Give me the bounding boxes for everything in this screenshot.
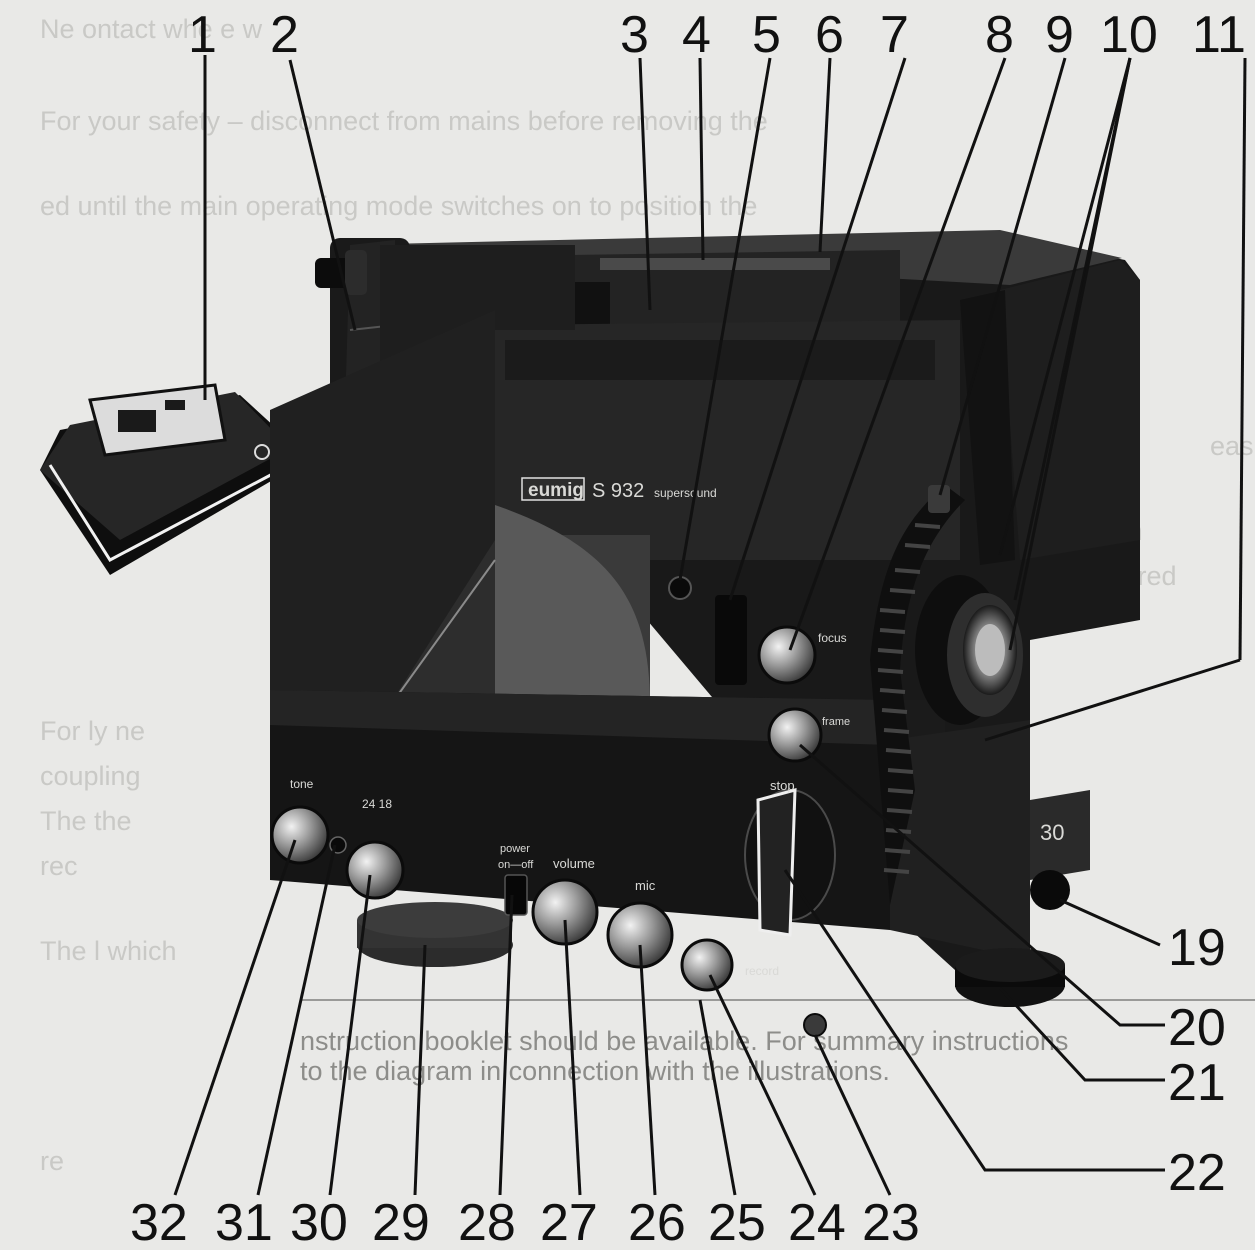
projector-body: 30 [270, 230, 1140, 1007]
frame-label: frame [822, 716, 850, 728]
bg-line-11: The l which [40, 936, 177, 966]
on-off-label: on—off [498, 859, 534, 871]
callout-1: 1 [188, 6, 217, 64]
callout-25: 25 [708, 1194, 766, 1250]
mode-selector-lever [756, 788, 797, 937]
bg-line-9: The the [40, 806, 132, 836]
bg-line-4: eas [1210, 431, 1254, 461]
vent-grille [870, 485, 965, 905]
callout-20: 20 [1168, 999, 1226, 1057]
power-label: power [500, 843, 530, 855]
callout-19: 19 [1168, 919, 1226, 977]
tone-knob [270, 805, 330, 865]
callout-27: 27 [540, 1194, 598, 1250]
callout-4: 4 [682, 6, 711, 64]
callout-11: 11 [1192, 6, 1246, 64]
callout-28: 28 [458, 1194, 516, 1250]
callout-29: 29 [372, 1194, 430, 1250]
model-suffix: supersound [654, 486, 717, 500]
callout-21: 21 [1168, 1054, 1226, 1112]
brand-plate: eumig S 932 supersound [521, 477, 717, 502]
focus-label: focus [818, 631, 847, 645]
tone-label: tone [290, 777, 314, 791]
mic-label: mic [635, 878, 656, 893]
callout-31: 31 [215, 1194, 273, 1250]
bg-line-2: For your safety – disconnect from mains … [40, 106, 768, 136]
bg-line-12: nstruction booklet should be available. … [300, 1026, 1068, 1056]
brand-name: eumig [528, 480, 584, 501]
record-button [680, 938, 734, 992]
bg-line-3: ed until the main operating mode switche… [40, 191, 757, 221]
bg-line-13: to the diagram in connection with the il… [300, 1056, 890, 1086]
stop-label: stop [770, 778, 795, 793]
lens-assembly [915, 485, 1023, 725]
record-label: record [745, 964, 779, 978]
record-indicator-23 [803, 1013, 827, 1037]
lens-control-9 [928, 485, 950, 513]
bg-line-8: coupling [40, 761, 141, 791]
film-gate-plate [40, 383, 300, 575]
bg-line-7: For ly ne [40, 716, 145, 746]
callout-6: 6 [815, 6, 844, 64]
callout-2: 2 [270, 6, 299, 64]
callout-numbers: 1 2 3 4 5 6 7 8 9 10 11 19 20 21 22 23 2… [130, 6, 1246, 1250]
speed-label: 24 18 [362, 797, 392, 811]
callout-26: 26 [628, 1194, 686, 1250]
frame-knob [767, 707, 823, 763]
front-controls: focus frame stop tone 24 18 power on—off… [270, 576, 850, 1037]
power-switch [504, 874, 528, 916]
speed-knob [345, 840, 405, 900]
callout-10: 10 [1100, 6, 1158, 64]
focus-knob [757, 625, 817, 685]
callout-8: 8 [985, 6, 1014, 64]
callout-7: 7 [880, 6, 909, 64]
callout-30: 30 [290, 1194, 348, 1250]
bg-line-14: re [40, 1146, 64, 1176]
callout-3: 3 [620, 6, 649, 64]
callout-23: 23 [862, 1194, 920, 1250]
indicator-button-5 [668, 576, 692, 600]
callout-22: 22 [1168, 1144, 1226, 1202]
callout-9: 9 [1045, 6, 1074, 64]
slide-control-7 [715, 595, 747, 685]
callout-24: 24 [788, 1194, 846, 1250]
volume-label: volume [553, 856, 595, 871]
callout-5: 5 [752, 6, 781, 64]
badge-number: 30 [1040, 820, 1064, 845]
model-name: S 932 [592, 480, 644, 502]
callout-lines [173, 55, 1247, 1196]
bg-line-10: rec [40, 851, 78, 881]
callout-32: 32 [130, 1194, 188, 1250]
bg-line-1: Ne ontact whe e w [40, 14, 263, 44]
